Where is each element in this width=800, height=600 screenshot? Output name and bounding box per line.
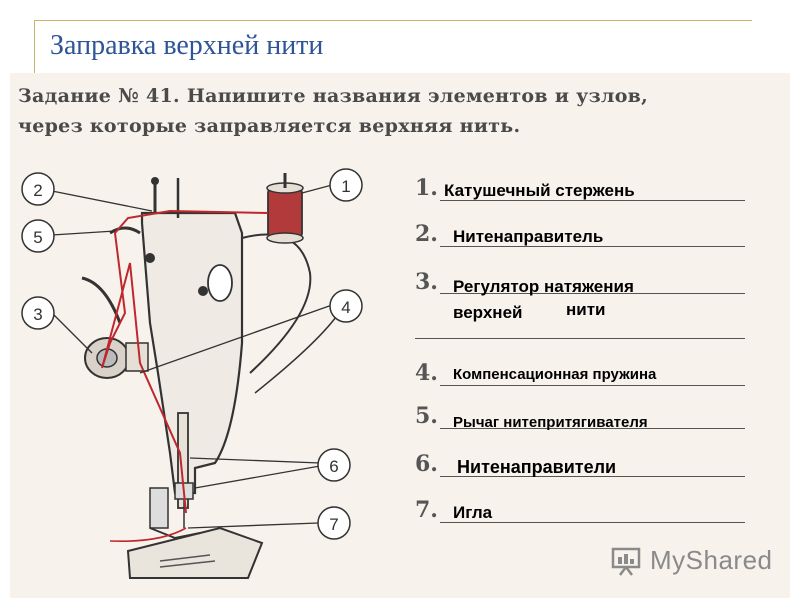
answer-number-5: 5. bbox=[415, 403, 438, 429]
plate-slot-2 bbox=[159, 560, 216, 568]
spool-bottom bbox=[266, 232, 304, 244]
face-plate-oval bbox=[207, 264, 233, 302]
answer-line-3b bbox=[415, 338, 745, 339]
leader-6 bbox=[189, 457, 321, 464]
callout-7: 7 bbox=[317, 506, 351, 540]
slide-title: Заправка верхней нити bbox=[50, 30, 324, 61]
answer-4: Компенсационная пружина bbox=[453, 366, 657, 383]
callout-2-label: 2 bbox=[33, 181, 42, 200]
leader-7 bbox=[187, 522, 319, 529]
leader-4 bbox=[139, 304, 333, 374]
answer-3-line2a: верхней bbox=[453, 303, 523, 322]
leader-1 bbox=[301, 184, 333, 194]
task-text-line2: через которые заправляется верхняя нить. bbox=[18, 115, 521, 137]
answer-number-2: 2. bbox=[415, 221, 438, 247]
task-text-line1: Напишите названия элементов и узлов, bbox=[186, 85, 649, 107]
answer-line-1 bbox=[440, 200, 745, 201]
answer-number-4: 4. bbox=[415, 360, 438, 386]
watermark-text: MyShared bbox=[650, 545, 773, 575]
answer-5: Рычаг нитепритягивателя bbox=[453, 414, 648, 431]
callout-3-label: 3 bbox=[33, 305, 42, 324]
leader-3 bbox=[51, 312, 93, 354]
upper-thread-path bbox=[101, 209, 269, 514]
callout-4-label: 4 bbox=[341, 298, 350, 317]
callout-1: 1 bbox=[329, 168, 363, 202]
callout-2: 2 bbox=[21, 172, 55, 206]
title-frame-left-line bbox=[34, 20, 35, 74]
answer-line-6 bbox=[440, 476, 745, 477]
task-number: Задание № 41. bbox=[18, 85, 180, 107]
answer-6: Нитенаправители bbox=[457, 457, 617, 477]
needle-plate bbox=[126, 526, 264, 579]
callout-3: 3 bbox=[21, 296, 55, 330]
callout-5-label: 5 bbox=[33, 228, 42, 247]
machine-arm bbox=[241, 233, 312, 374]
callout-6-label: 6 bbox=[329, 457, 338, 476]
answer-line-4 bbox=[440, 385, 745, 386]
callout-1-label: 1 bbox=[341, 177, 350, 196]
presentation-icon bbox=[611, 547, 641, 576]
answer-number-3: 3. bbox=[415, 269, 438, 295]
task-line-1: Задание № 41. Напишите названия элементо… bbox=[18, 81, 788, 111]
tension-housing bbox=[125, 342, 149, 372]
answer-number-7: 7. bbox=[415, 497, 438, 523]
answer-line-3 bbox=[440, 293, 745, 294]
needle-bar bbox=[177, 412, 189, 509]
answer-2: Нитенаправитель bbox=[453, 227, 604, 246]
textbook-scan: Задание № 41. Напишите названия элементо… bbox=[10, 73, 790, 598]
answer-1: Катушечный стержень bbox=[444, 181, 635, 200]
callout-7-label: 7 bbox=[329, 515, 338, 534]
answer-line-5 bbox=[440, 428, 745, 429]
thread-tail bbox=[109, 527, 187, 543]
sewing-machine-diagram: 1 2 5 3 4 6 7 bbox=[21, 168, 363, 579]
spool-pin-top bbox=[151, 177, 159, 185]
presser-foot-bar bbox=[149, 487, 169, 529]
title-frame-top-line bbox=[34, 20, 752, 21]
leader-5 bbox=[51, 230, 116, 236]
task-text: Задание № 41. Напишите названия элементо… bbox=[18, 81, 788, 141]
answer-line-2 bbox=[440, 246, 745, 247]
leader-2 bbox=[51, 190, 153, 212]
plate-slot bbox=[159, 554, 211, 562]
leader-6b bbox=[194, 465, 321, 489]
callout-4: 4 bbox=[329, 289, 363, 323]
thread-spool bbox=[267, 187, 303, 239]
screw-dot-2 bbox=[145, 253, 155, 263]
machine-head bbox=[140, 211, 244, 495]
screw-dot bbox=[198, 286, 208, 296]
answer-3-line2b: нити bbox=[566, 300, 606, 319]
callout-5: 5 bbox=[21, 219, 55, 253]
answer-number-1: 1. bbox=[415, 175, 438, 201]
answer-number-6: 6. bbox=[415, 451, 438, 477]
answer-line-7 bbox=[440, 522, 745, 523]
take-up-lever bbox=[81, 276, 122, 324]
answer-7: Игла bbox=[453, 503, 493, 522]
presser-foot bbox=[149, 527, 201, 540]
callout-6: 6 bbox=[317, 448, 351, 482]
answer-3-line1: Регулятор натяжения bbox=[453, 277, 634, 296]
myshared-watermark: MyShared bbox=[610, 543, 780, 583]
